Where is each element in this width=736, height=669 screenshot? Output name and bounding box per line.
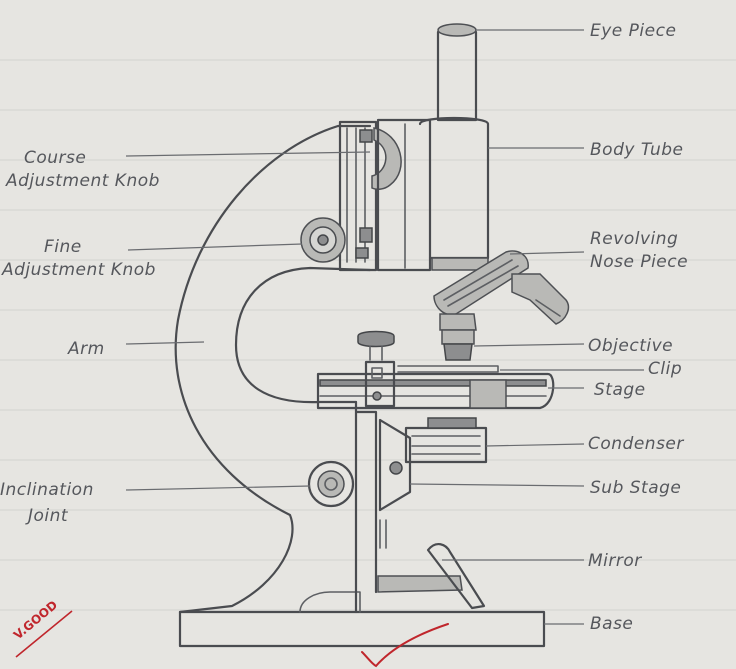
label-eye-piece: Eye Piece [590,21,676,41]
stage [316,360,555,410]
labels: Eye Piece Body Tube Course Adjustment Kn… [0,21,688,634]
pillar [354,400,378,614]
page-ruling [0,59,736,611]
label-mirror: Mirror [588,551,642,571]
label-base: Base [590,614,633,634]
objective-lens [439,313,477,361]
arm-shape [174,124,372,614]
grade-mark: V.GOOD [11,598,449,668]
label-condenser: Condenser [588,434,684,454]
label-body-tube: Body Tube [590,140,684,160]
label-revolving-line2: Nose Piece [590,252,688,272]
label-fine-line2: Adjustment Knob [1,260,156,280]
check-mark-icon [361,623,449,668]
condenser [404,417,488,464]
sub-stage [378,418,412,549]
coarse-knob [371,127,402,190]
body-tube [376,116,490,272]
label-objective: Objective [588,336,673,356]
base-pillar [299,591,361,613]
rack-mechanism [338,120,378,272]
clip-knob [357,330,395,348]
base-shape [178,610,546,648]
leader-lines [125,29,644,625]
label-course-line2: Adjustment Knob [5,171,160,191]
label-arm: Arm [67,339,105,359]
label-course-line1: Course [24,148,86,168]
label-stage: Stage [594,380,646,400]
label-sub-stage: Sub Stage [590,478,681,498]
fine-knob [300,217,346,263]
inclination-joint [307,460,355,508]
grade-text: V.GOOD [11,598,60,643]
label-revolving-line1: Revolving [590,229,678,249]
label-inclination-line1: Inclination [0,480,94,500]
mirror [377,543,486,610]
label-clip: Clip [648,359,682,379]
eyepiece [436,23,478,122]
label-inclination-line2: Joint [25,506,69,526]
label-fine-line1: Fine [44,237,82,257]
nose-piece [433,250,570,325]
